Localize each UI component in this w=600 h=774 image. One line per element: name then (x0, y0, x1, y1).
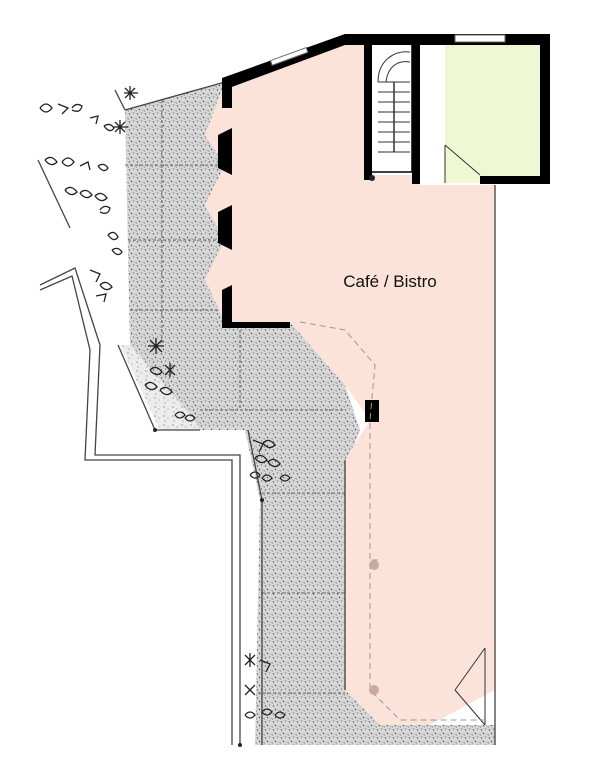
column-lower (369, 685, 379, 695)
canopy-outline (299, 321, 485, 721)
right-wall-line (344, 185, 496, 745)
walls (218, 34, 550, 422)
terrace-paving (120, 82, 495, 745)
windows (269, 34, 506, 66)
room-side-room (420, 45, 540, 183)
room-cafe-bistro: Café / Bistro (205, 38, 495, 725)
column-upper (369, 560, 379, 570)
columns (369, 560, 379, 695)
room-label-cafe-bistro: Café / Bistro (343, 272, 437, 291)
planting (39, 86, 291, 719)
planting-dots (153, 175, 375, 747)
staircase (369, 43, 413, 173)
door-swing (444, 144, 486, 726)
